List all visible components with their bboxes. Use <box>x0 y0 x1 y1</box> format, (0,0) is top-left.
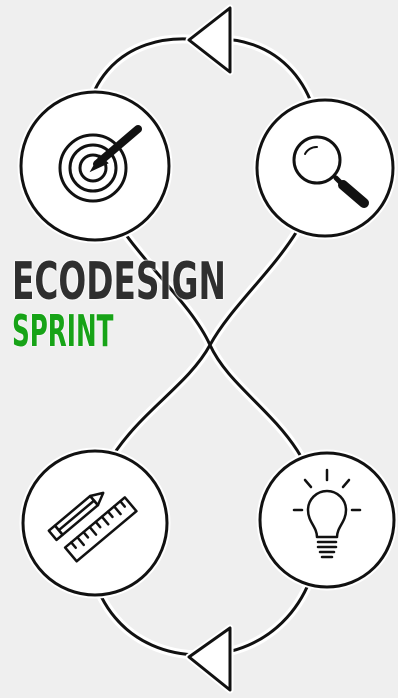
pencil-ruler-icon <box>47 491 138 563</box>
lightbulb-icon <box>292 468 362 559</box>
lightbulb-circle <box>256 449 398 591</box>
magnifier-circle <box>253 96 397 240</box>
target-circle <box>17 88 173 244</box>
pencil-ruler-circle <box>19 447 171 599</box>
magnifier-icon <box>292 135 369 208</box>
arrow-left-top <box>185 4 234 76</box>
arrow-left-bottom <box>185 624 234 694</box>
target-arrow-icon <box>58 125 142 203</box>
